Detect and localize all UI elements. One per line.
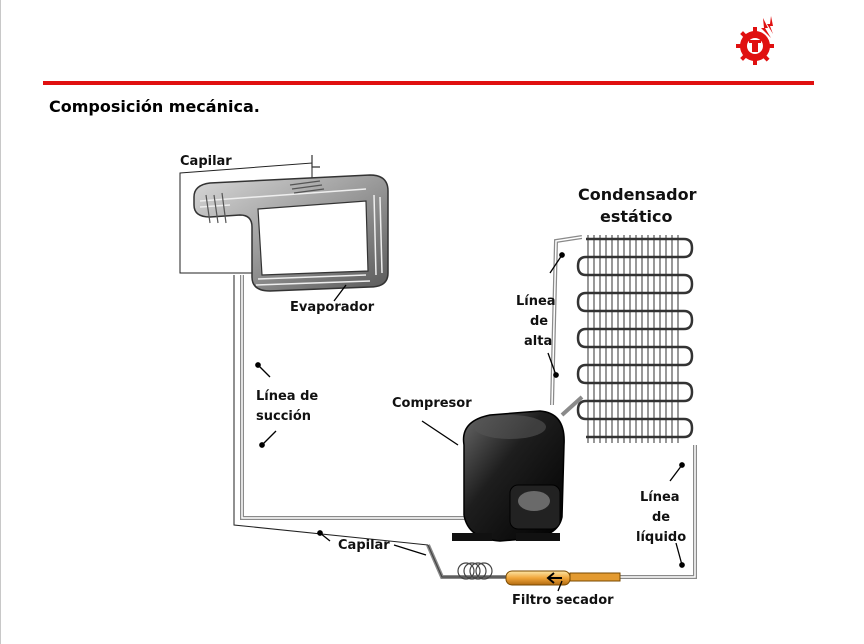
label-evaporador: Evaporador [290, 300, 375, 315]
label-compresor: Compresor [392, 396, 472, 411]
pointer-lines [255, 252, 685, 592]
slide-left-border [0, 0, 1, 644]
label-linea-liquido-3: líquido [636, 530, 686, 545]
label-linea-liquido-1: Línea [640, 490, 680, 505]
label-linea-succion-1: Línea de [256, 389, 318, 404]
label-linea-alta-3: alta [524, 334, 552, 349]
static-condenser [576, 233, 694, 443]
institution-logo [736, 16, 774, 65]
label-condensador-2: estático [600, 207, 672, 226]
evaporator [179, 155, 389, 292]
refrigeration-cycle-diagram: Capilar Evaporador Condensador estático … [179, 154, 697, 608]
slide-title: Composición mecánica. [49, 97, 260, 116]
label-linea-succion-2: succión [256, 409, 311, 424]
capillary-coil [427, 544, 506, 580]
compressor [452, 395, 584, 542]
label-capilar-bottom: Capilar [338, 538, 390, 553]
label-capilar-top: Capilar [180, 154, 232, 169]
label-filtro-secador: Filtro secador [512, 593, 614, 608]
label-linea-alta-2: de [530, 314, 548, 329]
header-rule [43, 81, 814, 85]
label-linea-alta-1: Línea [516, 294, 556, 309]
filter-drier [505, 570, 621, 586]
label-condensador-1: Condensador [578, 185, 697, 204]
label-linea-liquido-2: de [652, 510, 670, 525]
